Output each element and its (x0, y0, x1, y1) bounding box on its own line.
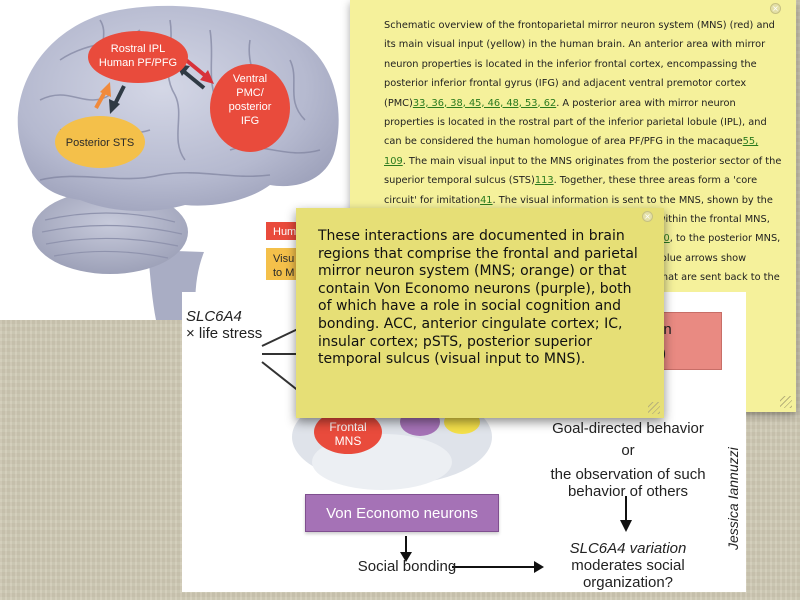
frontal-mns-region (314, 410, 382, 454)
note-text-segment: . The main visual input to the MNS origi… (384, 155, 782, 187)
variation-label-2: moderates social (571, 557, 685, 574)
interactions-note-text: These interactions are documented in bra… (318, 228, 638, 368)
von-economo-box: Von Economo neurons (305, 494, 499, 532)
observation-label-1: the observation of such (550, 466, 706, 483)
rostral-ipl-label-2: Human PF/PFG (99, 57, 177, 69)
interactions-note[interactable]: These interactions are documented in bra… (296, 208, 664, 418)
reference-link[interactable]: 55, 109 (384, 136, 759, 167)
reference-link[interactable]: 113 (534, 175, 554, 187)
frontal-mns-label: Frontal MNS (318, 420, 378, 448)
note-text-segment: . A posterior area with mirror neuron pr… (384, 97, 767, 148)
note-text-segment: Schematic overview of the frontoparietal… (384, 20, 775, 109)
reference-link[interactable]: 33, 36, 38, 45, 46, 48, 53, 62 (412, 97, 557, 109)
ventral-pmc-label-1: Ventral (233, 73, 267, 85)
posterior-sts-region (55, 116, 145, 168)
observation-label-2: behavior of others (567, 483, 689, 500)
rostral-ipl-region (88, 31, 188, 83)
rostral-ipl-label-1: Rostral IPL (111, 43, 165, 55)
brain-illustration: Rostral IPL Human PF/PFG Ventral PMC/ po… (17, 5, 339, 320)
frontal-mns-label-1: Frontal (329, 420, 367, 434)
slc6a4-life-stress-label: SLC6A4 × life stress (186, 308, 262, 342)
author-credit: Jessica Iannuzzi (725, 447, 741, 550)
social-bonding-label: Social bonding (357, 558, 457, 575)
ventral-pmc-label-4: IFG (241, 115, 259, 127)
posterior-sts-label: Posterior STS (66, 137, 134, 149)
life-stress-label: × life stress (186, 325, 263, 342)
note-text-segment: . Together, these three areas form a 'co… (384, 175, 758, 206)
ventral-pmc-region (210, 64, 290, 152)
ventral-pmc-label-3: posterior (229, 101, 272, 113)
brain-figure: Rostral IPL Human PF/PFG Ventral PMC/ po… (0, 0, 352, 320)
goal-directed-label: Goal-directed behavior (552, 420, 704, 437)
slc6a4-label: SLC6A4 (186, 308, 242, 325)
or-label: or (621, 442, 635, 459)
observation-label: the observation of such behavior of othe… (528, 466, 728, 500)
legend-red-label: Hum (273, 226, 296, 238)
resize-handle-icon[interactable] (780, 396, 792, 408)
legend-yellow-label-2: to M (273, 267, 294, 279)
ventral-pmc-label-2: PMC/ (236, 87, 264, 99)
resize-handle-icon[interactable] (648, 402, 660, 414)
variation-label: SLC6A4 variation moderates social organi… (548, 540, 708, 591)
close-icon[interactable]: × (770, 3, 781, 14)
close-icon[interactable]: × (642, 211, 653, 222)
frontal-mns-label-2: MNS (334, 434, 362, 448)
reference-link[interactable]: 41 (480, 194, 493, 206)
variation-label-3: organization? (582, 574, 674, 591)
legend-yellow-label-1: Visu (273, 253, 294, 265)
variation-label-1: SLC6A4 variation (569, 540, 687, 557)
